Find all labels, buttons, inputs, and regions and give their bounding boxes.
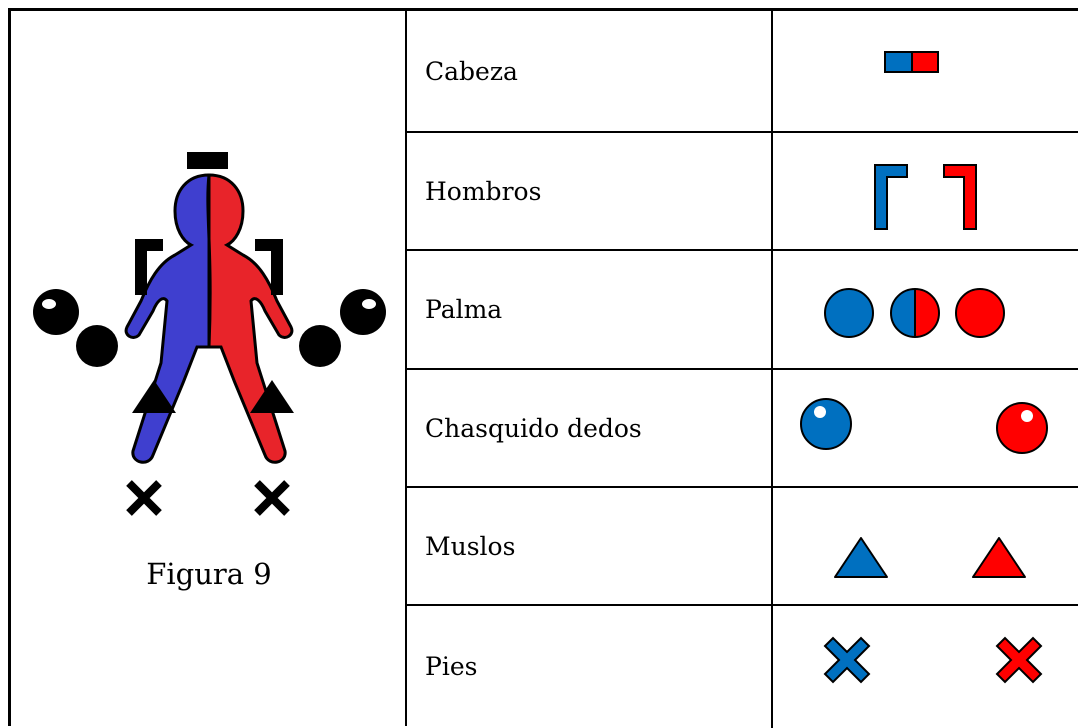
body-percussion-figure — [33, 152, 386, 516]
head-marker-icon — [187, 152, 228, 169]
left-foot-cross-icon — [126, 480, 162, 516]
legend-row-hombros: Hombros — [407, 133, 1078, 251]
legend-row-cabeza: Cabeza — [407, 11, 1078, 133]
figure-cell: Figura 9 — [11, 11, 407, 726]
right-thigh-triangle-icon — [250, 380, 294, 413]
legend-row-chasquido-dedos: Chasquido dedos — [407, 370, 1078, 488]
legend-row-palma: Palma — [407, 251, 1078, 370]
thigh-triangles-icon — [834, 537, 1026, 578]
legend-label-palma: Palma — [425, 295, 503, 324]
legend-label-chasquido-dedos: Chasquido dedos — [425, 413, 642, 443]
left-thigh-triangle-icon — [132, 380, 176, 413]
figure-caption: Figura 9 — [146, 557, 272, 591]
legend-row-muslos: Muslos — [407, 488, 1078, 606]
left-shoulder-bracket-icon — [135, 239, 163, 295]
body-right-red — [207, 173, 294, 464]
body-left-blue — [124, 173, 211, 464]
feet-cross-icon — [823, 636, 1043, 684]
figure-legend-table: Figura 9 Cabeza Hombros Palma — [8, 8, 1078, 728]
legend-row-pies: Pies — [407, 606, 1078, 728]
legend-label-hombros: Hombros — [425, 176, 542, 206]
legend-label-pies: Pies — [425, 651, 478, 681]
right-shoulder-bracket-icon — [255, 239, 283, 295]
palm-circles-icon — [824, 288, 1005, 338]
right-palm-ball-icon — [299, 325, 341, 367]
finger-snap-balls-icon — [800, 398, 1048, 454]
right-foot-cross-icon — [254, 480, 290, 516]
left-palm-ball-icon — [76, 325, 118, 367]
legend-label-cabeza: Cabeza — [425, 56, 518, 86]
right-snap-ball-icon — [340, 289, 386, 335]
head-bar-icon — [884, 51, 939, 73]
shoulder-brackets-icon — [874, 164, 977, 230]
legend-label-muslos: Muslos — [425, 531, 516, 561]
left-snap-ball-icon — [33, 289, 79, 335]
